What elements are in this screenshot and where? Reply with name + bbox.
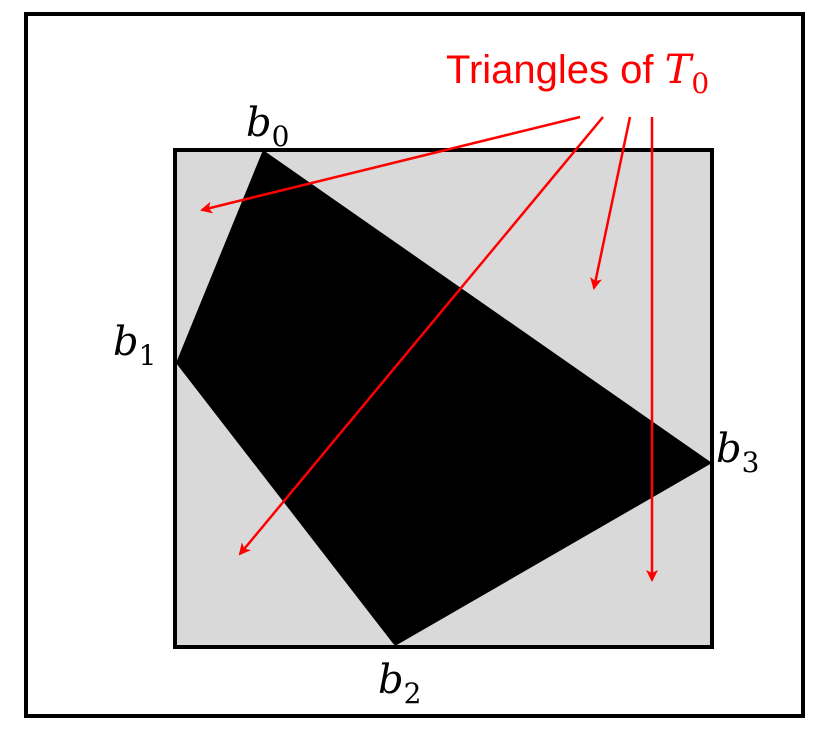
annotation-variable: T — [665, 47, 695, 93]
vertex-subscript: 2 — [404, 677, 422, 710]
annotation-arrows — [200, 115, 658, 582]
vertex-base: b — [113, 319, 139, 365]
annotation-prefix: Triangles of — [446, 48, 665, 92]
vertex-label-b1: b1 — [113, 319, 156, 372]
vertex-subscript: 3 — [742, 446, 760, 479]
vertex-subscript: 1 — [139, 339, 157, 372]
vertex-subscript: 0 — [272, 120, 290, 153]
vertex-base: b — [246, 100, 272, 146]
arrow-to-top-left-triangle — [200, 115, 581, 214]
arrow-to-top-right-triangle — [590, 116, 632, 290]
vertex-base: b — [378, 657, 404, 703]
vertex-label-b0: b0 — [246, 100, 289, 153]
arrow-to-bottom-left-triangle — [238, 116, 604, 556]
vertex-base: b — [716, 426, 742, 472]
vertex-label-b3: b3 — [716, 426, 759, 479]
annotation-subscript: 0 — [691, 67, 709, 100]
annotation-label: Triangles of T0 — [446, 47, 709, 100]
black-quadrilateral — [176, 150, 712, 646]
vertex-label-b2: b2 — [378, 657, 421, 710]
